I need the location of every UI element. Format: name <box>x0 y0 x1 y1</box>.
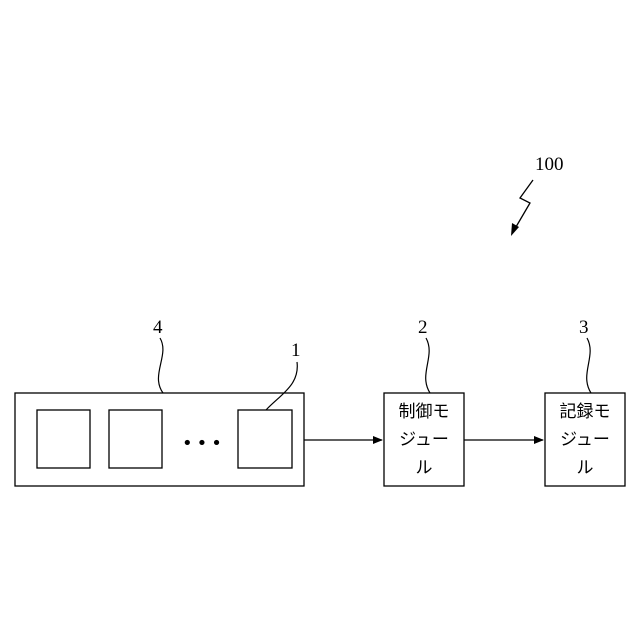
array-cell-1 <box>37 410 90 468</box>
record-module-line-1: 記録モ <box>560 402 611 422</box>
array-label-leader <box>158 338 163 393</box>
record-module-line-3: ル <box>577 458 594 478</box>
record-module-label: 3 <box>579 317 589 338</box>
array-cell-last <box>238 410 292 468</box>
cell-label-leader <box>266 362 297 410</box>
system-reference-leader <box>513 180 533 232</box>
control-module-line-1: 制御モ <box>399 402 450 422</box>
control-module-line-3: ル <box>416 458 433 478</box>
cell-label: 1 <box>291 340 301 361</box>
control-module-label: 2 <box>418 317 428 338</box>
array-cell-2 <box>109 410 162 468</box>
control-module-line-2: ジュー <box>399 430 449 450</box>
array-ellipsis: ••• <box>182 433 226 454</box>
record-module-line-2: ジュー <box>560 430 610 450</box>
array-label: 4 <box>153 317 163 338</box>
system-reference-label: 100 <box>535 154 564 175</box>
sensor-array-box <box>15 393 304 486</box>
record-module-label-leader <box>587 338 591 393</box>
control-module-label-leader <box>426 338 430 393</box>
